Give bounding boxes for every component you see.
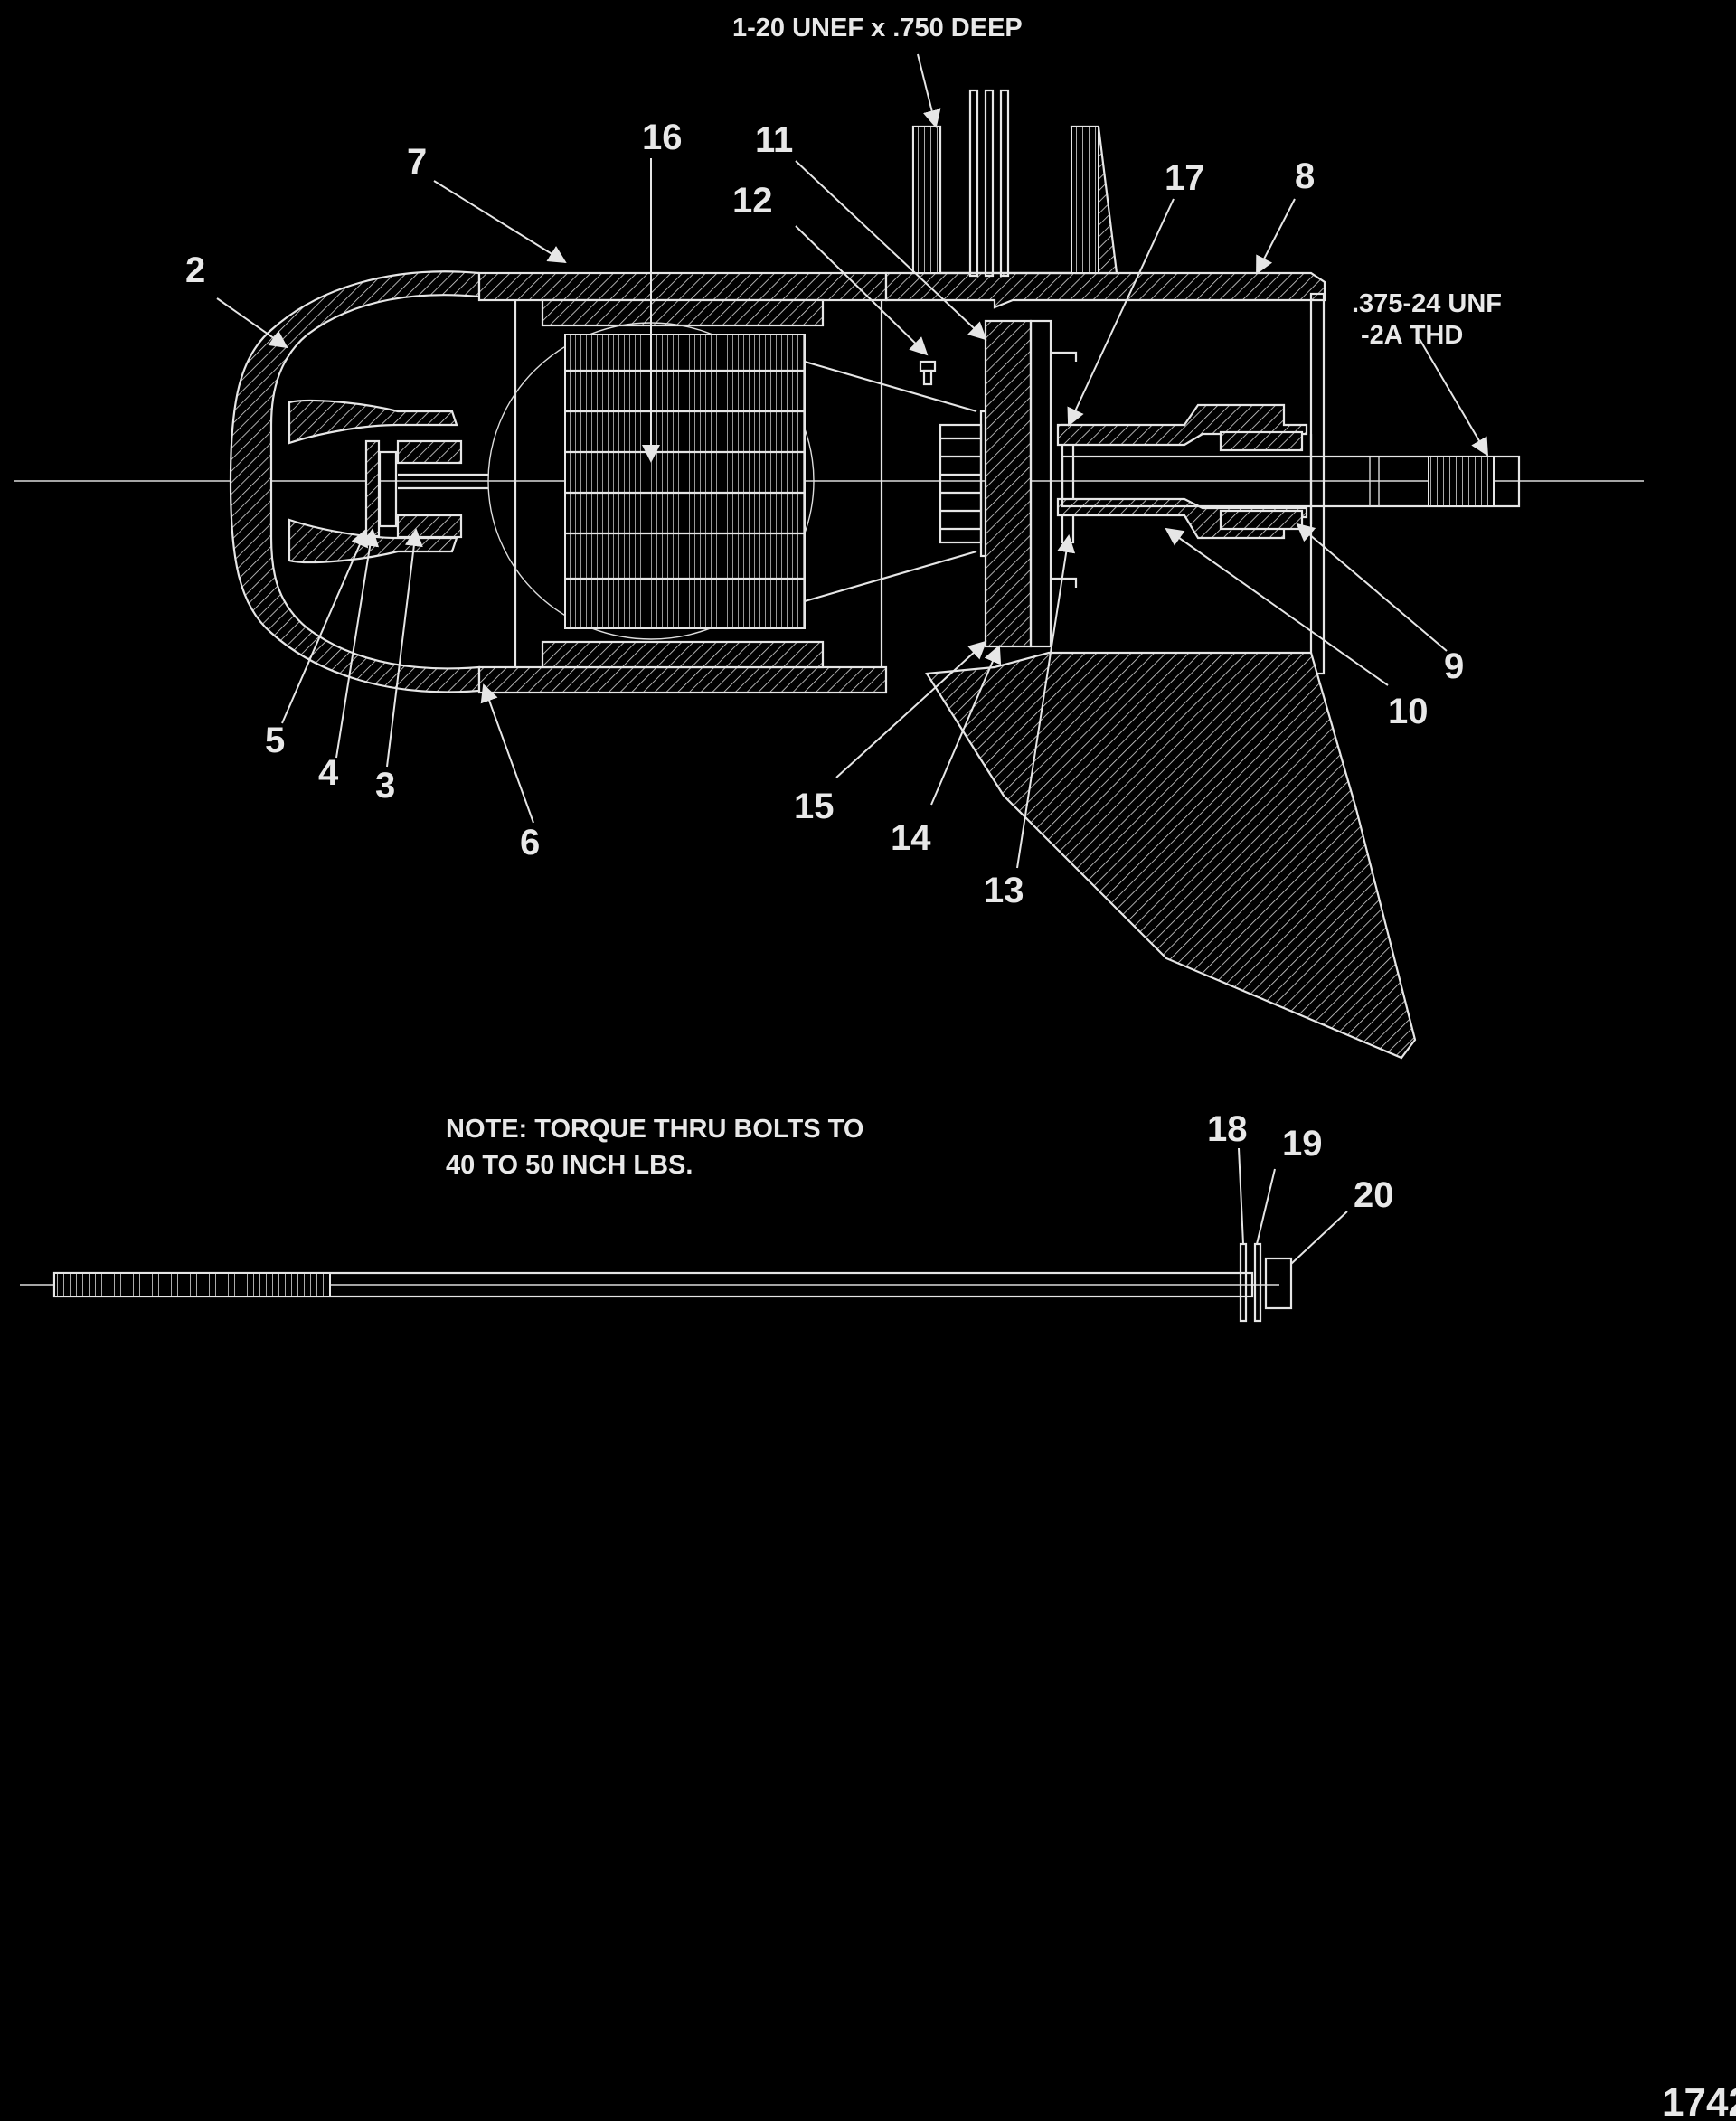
rear-housing [884, 271, 1326, 675]
shaft-thread-spec-line1: .375-24 UNF [1352, 289, 1502, 318]
callout-2: 2 [185, 250, 205, 290]
thru-bolt-assembly [20, 1242, 1293, 1323]
magnet-bottom [541, 640, 825, 669]
magnet-top [541, 298, 825, 327]
callout-3: 3 [375, 766, 395, 806]
brush-plate-assembly [984, 319, 1078, 648]
callout-12: 12 [732, 181, 773, 221]
callout-11: 11 [755, 120, 793, 160]
callout-10: 10 [1388, 692, 1429, 731]
callout-20: 20 [1354, 1175, 1394, 1215]
callout-9: 9 [1444, 646, 1464, 686]
figure-number: 1742 [1662, 2080, 1736, 2121]
output-shaft [1061, 455, 1521, 508]
callout-4: 4 [318, 753, 339, 793]
front-bearing-assembly [364, 439, 488, 539]
callout-5: 5 [265, 721, 285, 760]
callout-17: 17 [1165, 158, 1205, 198]
callout-7: 7 [407, 142, 427, 182]
skeg-fin [925, 651, 1417, 1060]
shaft-thread-spec-line2: -2A THD [1361, 321, 1463, 350]
callout-8: 8 [1295, 156, 1315, 196]
callout-6: 6 [520, 823, 540, 863]
torque-note-line1: NOTE: TORQUE THRU BOLTS TO [446, 1115, 863, 1144]
housing-tube [477, 271, 888, 694]
mount-boss [911, 89, 1118, 278]
callout-14: 14 [891, 818, 931, 858]
callout-16: 16 [642, 118, 683, 157]
torque-note-line2: 40 TO 50 INCH LBS. [446, 1151, 693, 1180]
callout-19: 19 [1282, 1124, 1323, 1164]
brush-screw [919, 360, 937, 386]
leader-lines [216, 53, 1489, 1265]
armature [487, 322, 977, 640]
callout-18: 18 [1207, 1109, 1248, 1149]
top-thread-spec: 1-20 UNEF x .750 DEEP [732, 14, 1023, 42]
callout-13: 13 [984, 871, 1024, 910]
callout-15: 15 [794, 787, 835, 826]
